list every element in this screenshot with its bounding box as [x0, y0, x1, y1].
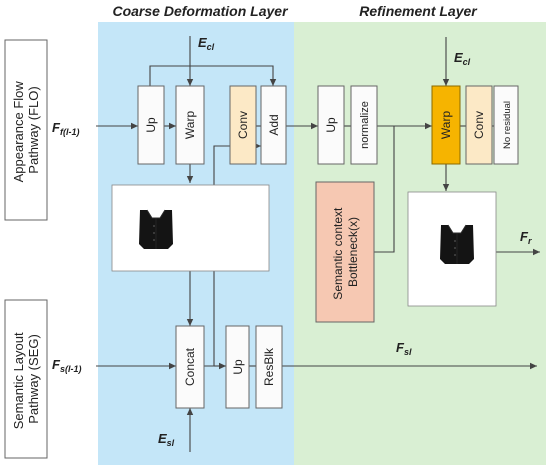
wire-semantic-to-main — [374, 126, 395, 253]
seg-pathway-line1: Semantic Layout — [11, 332, 26, 429]
concat-label: Concat — [183, 347, 197, 386]
up1-label: Up — [144, 117, 158, 133]
warp2-label: Warp — [439, 111, 453, 140]
normalize-block: normalize — [350, 85, 378, 165]
up1-block: Up — [137, 85, 165, 165]
concat-block: Concat — [175, 325, 205, 409]
seg-pathway-box — [4, 299, 48, 459]
noresidual-block: No residual — [493, 85, 519, 165]
wire-ecl-left-branch — [149, 65, 277, 86]
normalize-label: normalize — [359, 101, 371, 149]
warped-garment-image-refined — [407, 191, 497, 307]
up2-label: Up — [324, 117, 338, 133]
add-label: Add — [267, 114, 281, 135]
signal-fsl-output: Fsl — [396, 340, 412, 357]
conv1-block: Conv — [229, 85, 257, 165]
vest-icon — [139, 209, 173, 249]
flo-pathway-line2: Pathway (FLO) — [26, 86, 41, 173]
signal-fs-input: Fs(l-1) — [52, 357, 81, 374]
warped-garment-image-coarse — [111, 184, 270, 272]
up3-label: Up — [231, 359, 245, 375]
flo-pathway-label: Appearance Flow Pathway (FLO) — [11, 78, 41, 183]
up2-block: Up — [317, 85, 345, 165]
conv2-label: Conv — [472, 111, 486, 139]
warp1-block: Warp — [175, 85, 205, 165]
flo-pathway-box — [4, 39, 48, 221]
signal-fr-output: Fr — [520, 229, 532, 246]
seg-pathway-line2: Pathway (SEG) — [26, 334, 41, 424]
noresidual-label: No residual — [502, 101, 513, 149]
resblk-label: ResBlk — [262, 347, 276, 386]
semantic-line1: Semantic context — [331, 207, 345, 300]
conv1-label: Conv — [236, 111, 250, 139]
warp1-label: Warp — [183, 111, 197, 140]
warp2-block: Warp — [431, 85, 461, 165]
add-block: Add — [260, 85, 287, 165]
signal-ecl-right: Ecl — [454, 50, 471, 67]
up3-block: Up — [225, 325, 250, 409]
conv2-block: Conv — [465, 85, 493, 165]
coarse-layer-header: Coarse Deformation Layer — [112, 3, 289, 19]
semantic-line2: Bottleneck(x) — [346, 217, 360, 287]
seg-pathway-label: Semantic Layout Pathway (SEG) — [11, 329, 41, 429]
semantic-bottleneck-label: Semantic context Bottleneck(x) — [331, 204, 360, 299]
signal-esl: Esl — [158, 431, 175, 448]
signal-ff-input: Ff(l-1) — [52, 120, 79, 137]
flo-pathway-line1: Appearance Flow — [11, 81, 26, 183]
refinement-layer-header: Refinement Layer — [359, 3, 478, 19]
semantic-bottleneck-block: Semantic context Bottleneck(x) — [315, 181, 375, 323]
signal-ecl-left: Ecl — [198, 35, 215, 52]
vest-icon — [440, 224, 474, 264]
resblk-block: ResBlk — [255, 325, 283, 409]
